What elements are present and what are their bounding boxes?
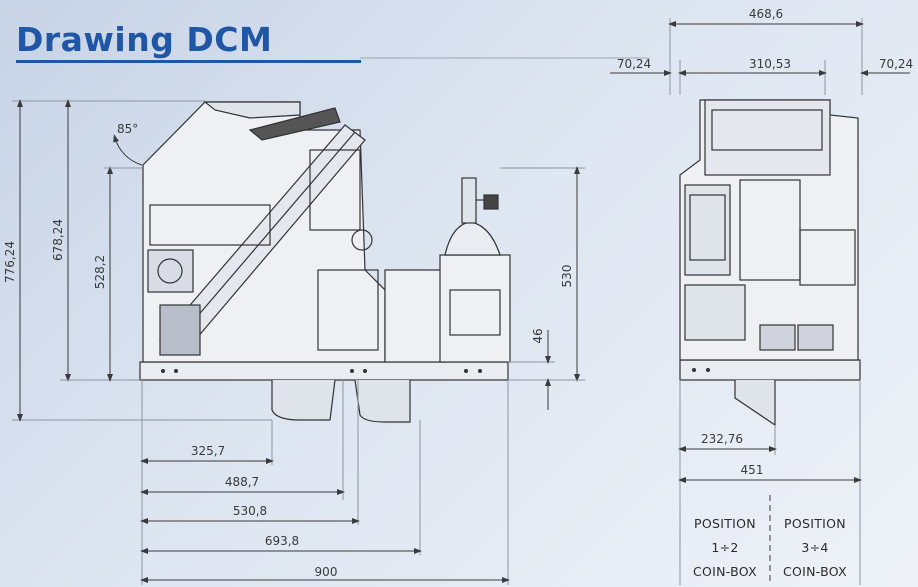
dim-310: 310,53 xyxy=(749,57,791,71)
dim-530: 530 xyxy=(560,265,574,288)
dim-451: 451 xyxy=(741,463,764,477)
position-right-line2: 3÷4 xyxy=(801,540,828,555)
side-horizontal-dimensions xyxy=(140,380,510,585)
dim-530-8: 530,8 xyxy=(233,504,267,518)
position-right-line1: POSITION xyxy=(784,516,846,531)
dim-528: 528,2 xyxy=(93,255,107,289)
title-underline xyxy=(16,60,361,63)
front-view-machine xyxy=(679,99,861,427)
side-view-machine xyxy=(139,101,511,423)
dim-232: 232,76 xyxy=(701,432,743,446)
dim-900: 900 xyxy=(315,565,338,579)
position-right-line3: COIN-BOX xyxy=(783,564,847,579)
dim-693: 693,8 xyxy=(265,534,299,548)
position-left-line1: POSITION xyxy=(694,516,756,531)
position-right-label: POSITION 3÷4 COIN-BOX xyxy=(783,516,847,579)
position-left-line3: COIN-BOX xyxy=(693,564,757,579)
dim-46: 46 xyxy=(531,328,545,343)
dim-70-left: 70,24 xyxy=(617,57,651,71)
front-dimensions xyxy=(610,18,910,585)
dim-468: 468,6 xyxy=(749,7,783,21)
dim-678: 678,24 xyxy=(51,219,65,261)
dim-488: 488,7 xyxy=(225,475,259,489)
angle-label: 85° xyxy=(117,122,138,136)
dim-70-right: 70,24 xyxy=(879,57,913,71)
dim-325: 325,7 xyxy=(191,444,225,458)
position-left-line2: 1÷2 xyxy=(711,540,738,555)
position-left-label: POSITION 1÷2 COIN-BOX xyxy=(693,516,757,579)
page-title: Drawing DCM xyxy=(16,20,273,59)
angle-arc xyxy=(113,134,143,166)
dim-776: 776,24 xyxy=(3,241,17,283)
